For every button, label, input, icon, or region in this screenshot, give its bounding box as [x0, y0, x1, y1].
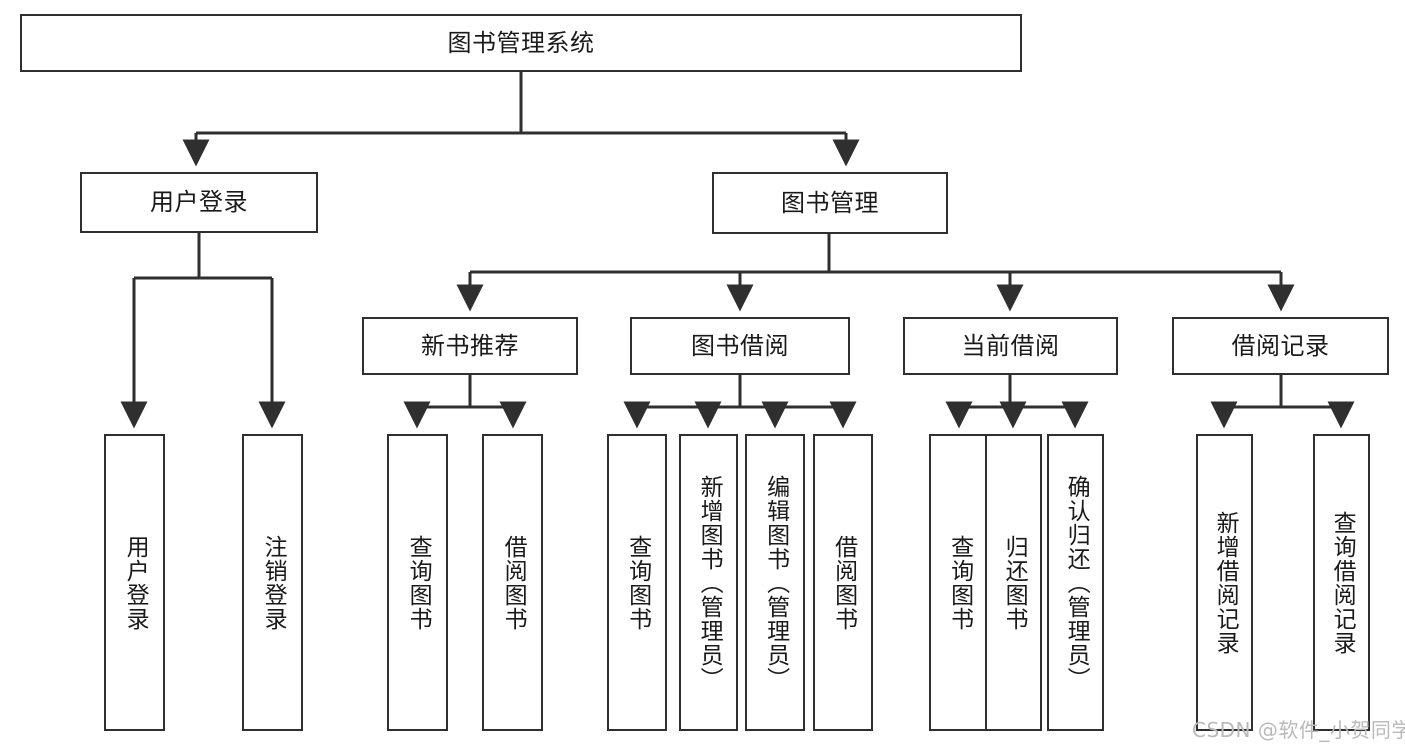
node-leaf-query-book-1[interactable]: 查询图书 — [387, 434, 448, 731]
node-user-login[interactable]: 用户登录 — [80, 172, 318, 233]
node-leaf-borrow-book-1-label: 借阅图书 — [500, 534, 527, 631]
node-book-borrow[interactable]: 图书借阅 — [630, 317, 850, 375]
node-book-manage[interactable]: 图书管理 — [712, 172, 948, 234]
node-leaf-query-book-3-label: 查询图书 — [946, 534, 973, 631]
csdn-watermark: CSDN @软件_小贺同学 — [1192, 718, 1405, 742]
node-leaf-confirm-return-label: 确认归还（管理员） — [1063, 474, 1090, 691]
node-new-book-recommend[interactable]: 新书推荐 — [362, 317, 578, 375]
node-leaf-add-borrow-record-label: 新增借阅记录 — [1212, 510, 1239, 655]
node-current-borrow-label: 当前借阅 — [961, 331, 1060, 360]
node-leaf-logout-login[interactable]: 注销登录 — [242, 434, 303, 731]
node-leaf-query-borrow-record[interactable]: 查询借阅记录 — [1313, 434, 1370, 731]
node-leaf-query-book-2[interactable]: 查询图书 — [607, 434, 667, 731]
node-new-book-recommend-label: 新书推荐 — [421, 331, 519, 360]
node-leaf-edit-book[interactable]: 编辑图书（管理员） — [745, 434, 805, 731]
node-leaf-borrow-book-2[interactable]: 借阅图书 — [813, 434, 873, 731]
node-leaf-logout-login-label: 注销登录 — [260, 534, 287, 631]
node-book-borrow-label: 图书借阅 — [691, 331, 789, 360]
node-leaf-borrow-book-2-label: 借阅图书 — [830, 534, 857, 631]
node-leaf-return-book[interactable]: 归还图书 — [985, 434, 1042, 731]
node-leaf-add-book-label: 新增图书（管理员） — [696, 474, 723, 691]
node-leaf-edit-book-label: 编辑图书（管理员） — [762, 474, 789, 691]
node-leaf-query-book-3[interactable]: 查询图书 — [929, 434, 989, 731]
node-borrow-record-label: 借阅记录 — [1231, 331, 1330, 360]
node-leaf-user-login[interactable]: 用户登录 — [104, 434, 165, 731]
node-root[interactable]: 图书管理系统 — [20, 14, 1022, 72]
node-leaf-borrow-book-1[interactable]: 借阅图书 — [482, 434, 543, 731]
node-user-login-label: 用户登录 — [150, 188, 248, 217]
node-leaf-return-book-label: 归还图书 — [1001, 534, 1028, 631]
node-leaf-add-book[interactable]: 新增图书（管理员） — [679, 434, 738, 731]
node-leaf-query-book-1-label: 查询图书 — [405, 534, 432, 631]
node-borrow-record[interactable]: 借阅记录 — [1172, 317, 1389, 375]
node-leaf-add-borrow-record[interactable]: 新增借阅记录 — [1196, 434, 1253, 731]
node-current-borrow[interactable]: 当前借阅 — [903, 317, 1118, 375]
node-leaf-query-book-2-label: 查询图书 — [624, 534, 651, 631]
node-leaf-confirm-return[interactable]: 确认归还（管理员） — [1047, 434, 1104, 731]
node-book-manage-label: 图书管理 — [781, 188, 879, 217]
node-root-label: 图书管理系统 — [447, 28, 595, 57]
node-leaf-query-borrow-record-label: 查询借阅记录 — [1329, 510, 1356, 655]
node-leaf-user-login-label: 用户登录 — [122, 534, 149, 631]
